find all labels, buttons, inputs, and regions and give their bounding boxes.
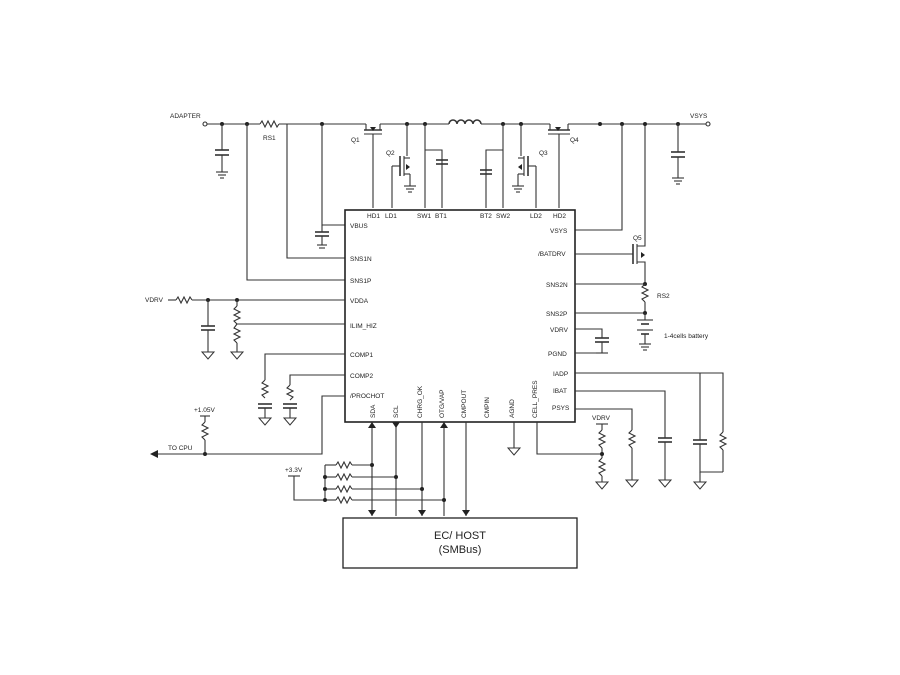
pin-comp2: COMP2	[350, 373, 374, 380]
ic-bottom-pins: SDA SCL CHRG_OK OTG/VAP CMPOUT CMPIN AGN…	[370, 380, 539, 418]
pin-agnd: AGND	[509, 399, 516, 418]
vdrv-right-label: VDRV	[592, 415, 611, 422]
pin-sns2p: SNS2P	[546, 311, 567, 318]
pin-bt1: BT1	[435, 213, 447, 220]
pin-sw1: SW1	[417, 213, 431, 220]
pin-iadp: IADP	[553, 371, 568, 378]
bt1-capacitor	[436, 159, 448, 165]
comp2-network	[282, 374, 345, 426]
battery	[637, 313, 653, 351]
ic-top-pins: HD1 LD1 SW1 BT1 BT2 SW2 LD2 HD2	[367, 213, 566, 220]
vdrv-cap	[575, 328, 609, 354]
ec-host-title: EC/ HOST	[434, 530, 486, 542]
inductor	[448, 119, 482, 125]
pin-vdda: VDDA	[350, 298, 369, 305]
pin-otg-vap: OTG/VAP	[439, 390, 446, 418]
psys-network	[575, 408, 640, 488]
q1-mosfet	[364, 124, 382, 208]
ic-left-pins: VBUS SNS1N SNS1P VDDA ILIM_HIZ COMP1 COM…	[350, 223, 384, 400]
pin-comp1: COMP1	[350, 352, 374, 359]
pin-bt2: BT2	[480, 213, 492, 220]
q2-label: Q2	[386, 150, 395, 157]
iadp-network	[575, 372, 728, 490]
rs2-label: RS2	[657, 293, 670, 300]
vsys-label: VSYS	[690, 113, 708, 120]
input-capacitor	[215, 124, 229, 179]
pin-ld1: LD1	[385, 213, 397, 220]
v105-label: +1.05V	[194, 407, 215, 414]
ec-host-box	[342, 517, 578, 569]
ic-right-pins: VSYS /BATDRV SNS2N SNS2P VDRV PGND IADP …	[538, 228, 570, 412]
q3-label: Q3	[539, 150, 548, 157]
smbus-lines	[368, 422, 470, 516]
pin-sns1n: SNS1N	[350, 256, 372, 263]
adapter-label: ADAPTER	[170, 113, 201, 120]
rs1-resistor	[259, 119, 280, 129]
pin-scl: SCL	[393, 405, 400, 418]
pin-batdrv: /BATDRV	[538, 251, 566, 258]
bt2-capacitor	[480, 169, 492, 175]
pin-vsys: VSYS	[550, 228, 568, 235]
pin-psys: PSYS	[552, 405, 570, 412]
pin-sns1p: SNS1P	[350, 278, 371, 285]
pin-ilim-hiz: ILIM_HIZ	[350, 323, 377, 330]
vdrv-left-label: VDRV	[145, 297, 164, 304]
prochot-network	[150, 395, 345, 458]
q2-mosfet	[391, 124, 416, 208]
output-capacitor	[671, 124, 685, 185]
pin-sw2: SW2	[496, 213, 510, 220]
pin-cell-pres: CELL_PRES	[532, 380, 539, 418]
q5-label: Q5	[633, 235, 642, 242]
pin-sda: SDA	[370, 404, 377, 418]
top-rail	[202, 119, 711, 129]
comp1-network	[257, 353, 345, 426]
pin-hd1: HD1	[367, 213, 380, 220]
q1-label: Q1	[351, 137, 360, 144]
agnd-symbol	[506, 422, 522, 456]
ibat-network	[575, 390, 673, 488]
vbus-capacitor	[315, 225, 329, 249]
q4-label: Q4	[570, 137, 579, 144]
pin-cmpin: CMPIN	[484, 397, 491, 418]
smbus-pullups	[288, 460, 444, 505]
pin-ld2: LD2	[530, 213, 542, 220]
v33-label: +3.3V	[285, 467, 303, 474]
q4-mosfet	[548, 124, 570, 208]
pin-prochot: /PROCHOT	[350, 393, 384, 400]
pin-chrg-ok: CHRG_OK	[417, 385, 424, 418]
pin-hd2: HD2	[553, 213, 566, 220]
vdda-network	[168, 295, 345, 360]
cell-pres-network	[536, 422, 610, 490]
rs2-network	[575, 282, 650, 315]
pin-ibat: IBAT	[553, 388, 567, 395]
pin-sns2n: SNS2N	[546, 282, 568, 289]
q3-mosfet	[512, 124, 537, 208]
pin-vbus: VBUS	[350, 223, 368, 230]
pin-cmpout: CMPOUT	[461, 390, 468, 418]
ec-host-subtitle: (SMBus)	[439, 544, 482, 556]
rs1-label: RS1	[263, 135, 276, 142]
charger-ic	[344, 209, 576, 423]
to-cpu-label: TO CPU	[168, 445, 193, 452]
q5-mosfet	[575, 124, 646, 284]
pin-pgnd: PGND	[548, 351, 567, 358]
pin-vdrv: VDRV	[550, 327, 569, 334]
battery-label: 1-4cells battery	[664, 333, 709, 340]
